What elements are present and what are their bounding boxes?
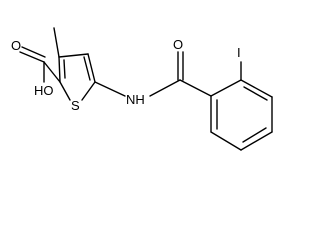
bond-benz-inner-2 [242, 127, 267, 143]
bond-ring-c5-c4 [87, 53, 96, 83]
bond-acid-c-ring [43, 61, 61, 83]
bond-ring-c3-c2 [58, 56, 61, 83]
bond-benz-5-6 [210, 131, 242, 151]
bond-carbonyl-benzene [179, 79, 212, 97]
bond-benz-4-5 [240, 131, 273, 151]
bond-benz-1-2 [210, 79, 242, 97]
label-o-acid: O [11, 38, 21, 53]
bond-benz-inner-1 [243, 86, 268, 101]
bond-acid-c-o-double-2 [21, 46, 46, 58]
bond-ring-s-c5 [81, 81, 96, 101]
label-nh: NH [126, 92, 145, 107]
bond-ring-c4-c3 [58, 53, 89, 58]
bond-ring-c2-s [59, 81, 71, 101]
structure-diagram: O HO S NH O I [11, 27, 273, 151]
label-o-amide: O [173, 37, 183, 52]
label-ho: HO [34, 83, 54, 98]
bond-acid-c-o-double-1 [19, 51, 45, 63]
bond-nh-carbonyl [149, 79, 181, 97]
label-sulfur: S [71, 98, 80, 113]
bond-benz-2-3 [240, 79, 273, 98]
bond-c5-nh [94, 81, 126, 97]
bond-ring-c5-c4-inner [83, 56, 91, 81]
bond-ring-c3-c2-inner [63, 59, 66, 79]
molecule-canvas: O HO S NH O I [11, 27, 273, 151]
bond-methyl [53, 27, 60, 58]
label-iodine: I [237, 45, 241, 60]
